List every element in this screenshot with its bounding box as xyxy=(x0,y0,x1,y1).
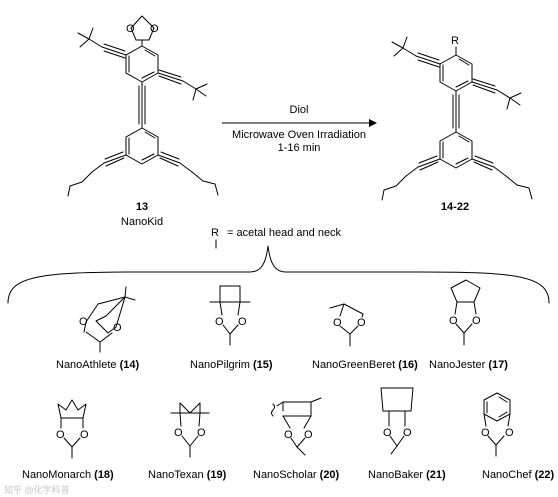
r-group-label: R xyxy=(451,35,459,47)
nanokid-structure: O O xyxy=(67,15,219,197)
oxygen-label: O xyxy=(113,322,122,334)
r-symbol: R xyxy=(211,227,219,239)
head-structure-19: O O xyxy=(170,402,210,458)
oxygen-label: O xyxy=(215,316,224,328)
variant-label-18: NanoMonarch (18) xyxy=(22,469,114,481)
oxygen-label: O xyxy=(150,23,159,35)
head-structure-15: O O xyxy=(209,285,251,346)
time-label: 1-16 min xyxy=(278,142,321,154)
oxygen-label: O xyxy=(197,427,206,439)
oxygen-label: O xyxy=(505,427,514,439)
variant-label-14: NanoAthlete (14) xyxy=(56,359,140,371)
head-structure-20: O O xyxy=(271,397,322,456)
oxygen-label: O xyxy=(403,427,412,439)
variant-label-21: NanoBaker (21) xyxy=(368,469,446,481)
oxygen-label: O xyxy=(481,427,490,439)
head-structure-14: O O xyxy=(79,286,136,353)
r-definition: R = acetal head and neck xyxy=(211,227,342,249)
oxygen-label: O xyxy=(174,427,183,439)
variant-label-22: NanoChef (22) xyxy=(482,469,555,481)
oxygen-label: O xyxy=(79,316,88,328)
product-numbers: 14-22 xyxy=(441,201,469,213)
variant-label-19: NanoTexan (19) xyxy=(148,469,227,481)
oxygen-label: O xyxy=(472,315,481,327)
curly-brace xyxy=(7,245,550,304)
variant-label-15: NanoPilgrim (15) xyxy=(190,359,273,371)
oxygen-label: O xyxy=(284,429,293,441)
oxygen-label: O xyxy=(238,316,247,328)
head-structure-18: O O xyxy=(56,399,89,459)
variant-label-20: NanoScholar (20) xyxy=(253,469,340,481)
head-structure-17: O O xyxy=(449,279,481,346)
head-structure-21: O O xyxy=(380,387,414,455)
r-definition-text: = acetal head and neck xyxy=(227,227,342,239)
reactant-number: 13 xyxy=(136,201,148,213)
oxygen-label: O xyxy=(383,427,392,439)
oxygen-label: O xyxy=(126,23,135,35)
dioxolane-head: O O xyxy=(126,15,159,47)
head-structure-22: O O xyxy=(481,392,514,457)
oxygen-label: O xyxy=(80,429,89,441)
variant-label-16: NanoGreenBeret (16) xyxy=(312,359,418,371)
reactant-name: NanoKid xyxy=(121,216,163,228)
product-structure: R xyxy=(381,35,533,201)
variant-label-17: NanoJester (17) xyxy=(429,359,508,371)
oxygen-label: O xyxy=(357,317,366,329)
reagent-label: Diol xyxy=(290,104,309,116)
oxygen-label: O xyxy=(333,317,342,329)
head-structure-16: O O xyxy=(329,303,366,347)
condition-label: Microwave Oven Irradiation xyxy=(232,129,366,141)
oxygen-label: O xyxy=(304,429,313,441)
watermark: 知乎 @化学科普 xyxy=(4,484,70,495)
oxygen-label: O xyxy=(56,429,65,441)
oxygen-label: O xyxy=(449,315,458,327)
